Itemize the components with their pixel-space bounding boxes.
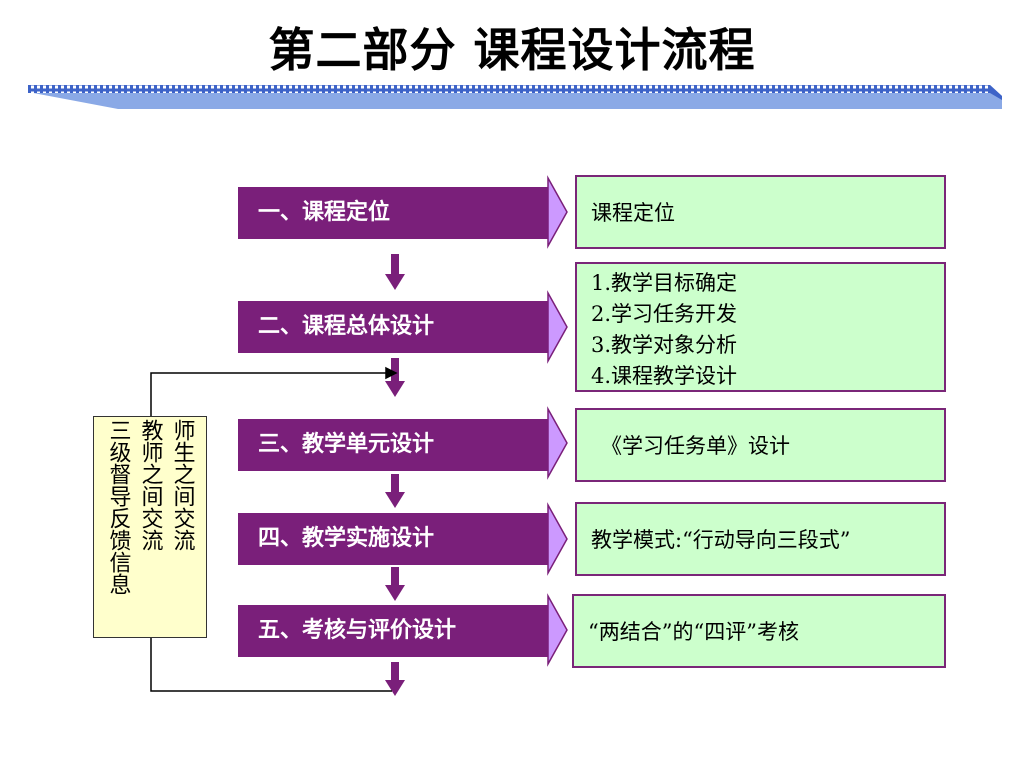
detail-5-line-1: “两结合”的“四评”考核 bbox=[588, 620, 799, 644]
detail-box-2: 1.教学目标确定 2.学习任务开发 3.教学对象分析 4.课程教学设计 bbox=[575, 262, 946, 392]
detail-1-line-1: 课程定位 bbox=[591, 201, 675, 225]
feedback-line-top bbox=[150, 372, 388, 416]
step-bar-3 bbox=[238, 406, 568, 480]
page-title: 第二部分 课程设计流程 bbox=[268, 23, 756, 77]
detail-box-4: 教学模式:“行动导向三段式” bbox=[575, 502, 946, 576]
down-arrow-4 bbox=[385, 567, 405, 601]
step-pointer-5 bbox=[547, 593, 568, 667]
step-pointer-3 bbox=[547, 406, 568, 480]
feedback-column-supervision: 三级督导反馈信息 bbox=[105, 419, 131, 595]
detail-box-1: 课程定位 bbox=[575, 175, 946, 249]
down-arrow-2 bbox=[385, 358, 405, 397]
step-bar-4 bbox=[238, 502, 568, 576]
step-pointer-2 bbox=[547, 290, 568, 364]
step-pointer-1 bbox=[547, 175, 568, 249]
detail-2-line-3: 3.教学对象分析 bbox=[591, 333, 738, 357]
detail-box-3: 《学习任务单》设计 bbox=[575, 408, 946, 482]
step-bar-2 bbox=[238, 290, 568, 364]
title-divider bbox=[28, 85, 1002, 109]
feedback-line-bottom bbox=[150, 638, 392, 692]
step-label-5: 五、考核与评价设计 bbox=[258, 618, 457, 643]
feedback-line-top-head bbox=[385, 366, 398, 380]
down-arrow-5 bbox=[385, 662, 405, 696]
step-bar-1 bbox=[238, 175, 568, 249]
step-label-4: 四、教学实施设计 bbox=[258, 526, 435, 551]
feedback-box: 三级督导反馈信息 教师之间交流 师生之间交流 bbox=[93, 416, 207, 638]
down-arrow-1 bbox=[385, 254, 405, 290]
step-label-3: 三、教学单元设计 bbox=[258, 432, 435, 457]
feedback-connectors bbox=[150, 366, 398, 692]
detail-2-line-1: 1.教学目标确定 bbox=[591, 271, 738, 295]
step-bar-5 bbox=[238, 593, 568, 667]
detail-box-5: “两结合”的“四评”考核 bbox=[572, 594, 946, 668]
detail-2-line-2: 2.学习任务开发 bbox=[591, 302, 738, 326]
down-arrows bbox=[385, 254, 405, 696]
feedback-column-teachers: 教师之间交流 bbox=[137, 419, 163, 551]
step-label-2: 二、课程总体设计 bbox=[258, 314, 435, 339]
detail-2-line-4: 4.课程教学设计 bbox=[591, 364, 738, 388]
feedback-column-teacher-student: 师生之间交流 bbox=[169, 419, 195, 551]
step-pointer-4 bbox=[547, 502, 568, 576]
step-label-1: 一、课程定位 bbox=[258, 200, 391, 225]
detail-3-line-1: 《学习任务单》设计 bbox=[601, 434, 790, 458]
detail-4-line-1: 教学模式:“行动导向三段式” bbox=[591, 528, 851, 552]
down-arrow-3 bbox=[385, 474, 405, 508]
